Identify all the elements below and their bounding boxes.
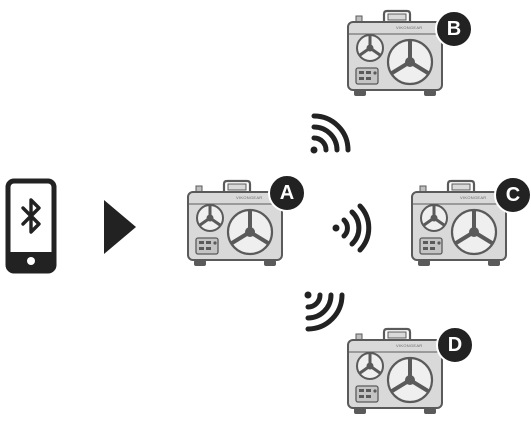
- badge-b: B: [435, 10, 473, 48]
- device-d: VIKONGEAR: [344, 326, 446, 418]
- bluetooth-phone-icon: [5, 178, 57, 274]
- brand-label: VIKONGEAR: [236, 195, 262, 200]
- device-b: VIKONGEAR: [344, 8, 446, 100]
- play-arrow-icon: [102, 198, 138, 256]
- brand-label: VIKONGEAR: [396, 343, 422, 348]
- wireless-signal-icon: [306, 108, 356, 158]
- badge-d: D: [436, 326, 474, 364]
- brand-label: VIKONGEAR: [460, 195, 486, 200]
- badge-c: C: [494, 176, 531, 214]
- wireless-signal-icon: [300, 285, 350, 335]
- brand-label: VIKONGEAR: [396, 25, 422, 30]
- badge-a: A: [268, 174, 306, 212]
- wireless-signal-icon: [326, 203, 376, 253]
